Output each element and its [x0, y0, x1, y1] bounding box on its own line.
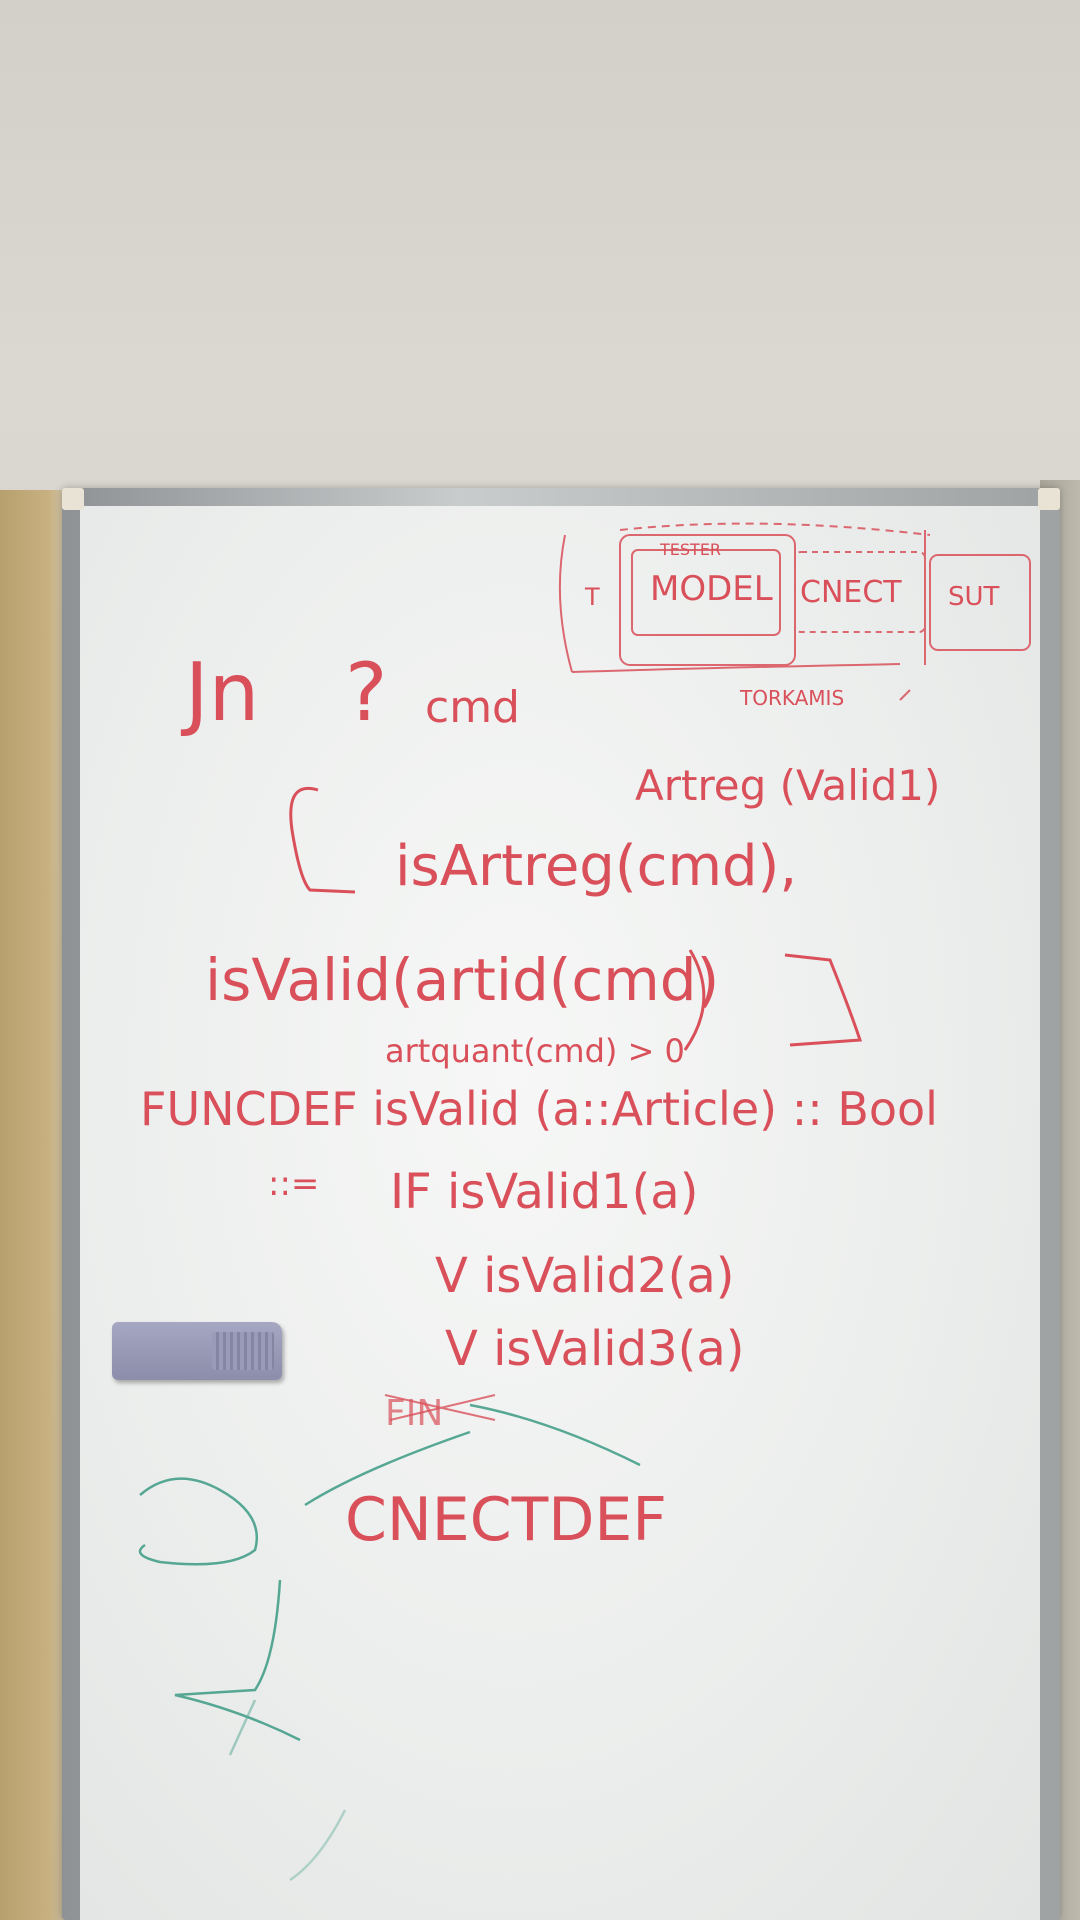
tester-label: TESTER — [659, 540, 721, 559]
artquant-text: artquant(cmd) > 0 — [385, 1032, 685, 1070]
or-line-3-text: V isValid3(a) — [445, 1321, 745, 1377]
torkamis-label: TORKAMIS — [739, 686, 844, 710]
fin-scribble — [384, 1394, 496, 1421]
frame-corner-cap — [62, 488, 84, 510]
question-mark: ? — [345, 646, 387, 739]
is-valid-call-text: isValid(artid(cmd) — [205, 946, 719, 1014]
plus-label: T — [584, 583, 600, 611]
model-label: MODEL — [650, 569, 773, 609]
if-line-text: IF isValid1(a) — [390, 1164, 698, 1220]
sut-label: SUT — [948, 582, 1000, 612]
open-bracket-drawing — [289, 787, 356, 894]
green-sketches — [138, 1403, 641, 1882]
is-artreg-text: isArtreg(cmd), — [395, 834, 797, 899]
cnectdef-text: CNECTDEF — [345, 1485, 667, 1555]
diagram-boxes — [558, 522, 1031, 701]
cmd-text: cmd — [425, 682, 520, 733]
close-paren-drawing — [683, 949, 706, 1051]
jn-text: Jn — [180, 646, 259, 739]
close-bracket-drawing — [784, 953, 863, 1047]
funcdef-text: FUNCDEF isValid (a::Article) :: Bool — [140, 1082, 938, 1136]
artreg-valid-text: Artreg (Valid1) — [635, 761, 940, 810]
frame-corner-cap — [1038, 488, 1060, 510]
defeq-text: ::= — [268, 1164, 319, 1204]
or-line-2-text: V isValid2(a) — [435, 1248, 735, 1304]
whiteboard-surface — [80, 506, 1040, 1920]
cnect-label: CNECT — [800, 575, 902, 610]
whiteboard-eraser[interactable] — [112, 1322, 282, 1380]
